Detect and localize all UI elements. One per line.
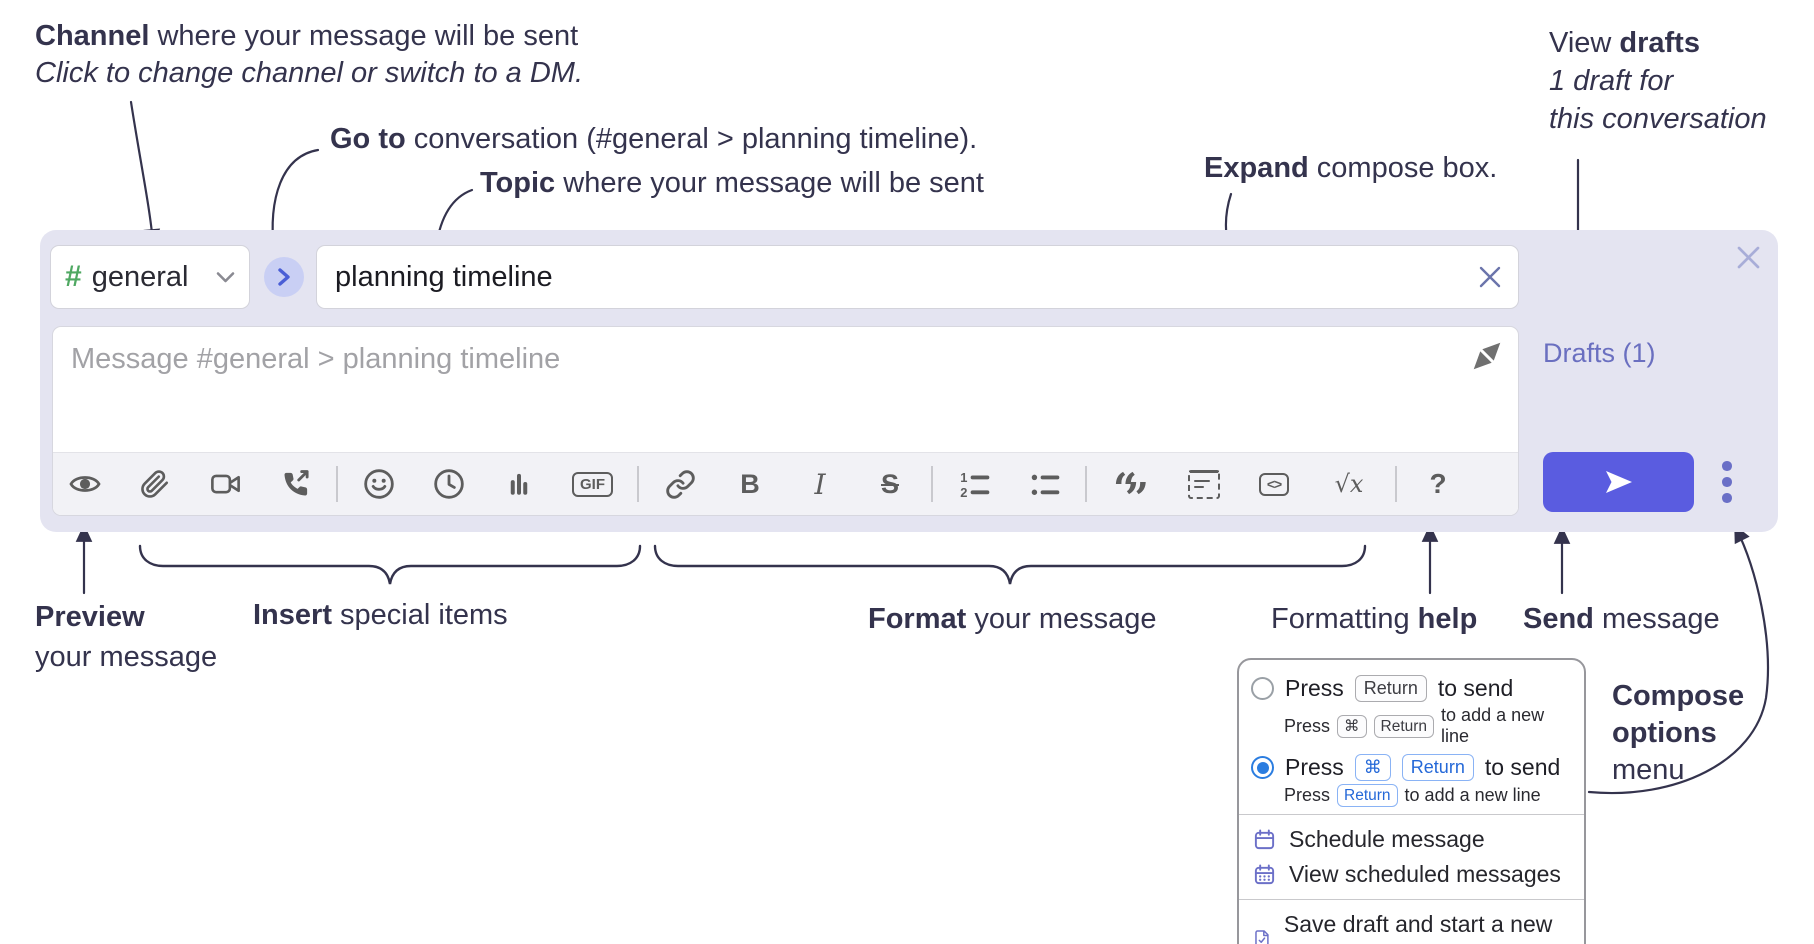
math-icon[interactable]: √x [1327, 467, 1371, 501]
toolbar-divider [1395, 466, 1397, 502]
time-icon[interactable] [432, 467, 466, 501]
close-compose-icon[interactable] [1735, 244, 1762, 271]
option-cmd-enter-sends-hint: Press Return to add a new line [1284, 784, 1541, 807]
message-compose-area: GIF B I S 12 “” [52, 326, 1519, 516]
radio-unselected[interactable] [1251, 677, 1274, 700]
svg-text:1: 1 [960, 469, 967, 484]
link-icon[interactable] [663, 467, 697, 501]
compose-options-annotation: Compose options menu [1612, 680, 1745, 786]
preview-icon[interactable] [68, 467, 102, 501]
radio-selected[interactable] [1251, 756, 1274, 779]
option-cmd-enter-sends[interactable]: Press ⌘ Return to send [1251, 754, 1572, 781]
expand-annotation: Expand compose box. [1204, 152, 1498, 184]
preview-annotation: Preview your message [35, 601, 218, 673]
send-icon [1605, 471, 1632, 493]
spoiler-icon[interactable] [1187, 467, 1221, 501]
key-return: Return [1337, 784, 1398, 807]
gif-icon[interactable]: GIF [572, 467, 613, 501]
emoji-icon[interactable] [362, 467, 396, 501]
channel-selector[interactable]: # general [50, 245, 250, 309]
insert-annotation: Insert special items [253, 599, 508, 631]
toolbar-divider [336, 466, 338, 502]
voice-call-icon[interactable] [278, 467, 312, 501]
compose-options-popup: Press Return to send Press ⌘ Return to a… [1237, 658, 1586, 944]
menu-divider [1239, 899, 1584, 900]
key-return: Return [1373, 714, 1435, 738]
option-enter-sends[interactable]: Press Return to send [1251, 675, 1572, 702]
format-annotation: Format your message [868, 603, 1157, 635]
channel-name: general [91, 260, 189, 293]
send-annotation: Send message [1523, 603, 1720, 635]
topic-annotation: Topic where your message will be sent [480, 167, 984, 199]
poll-icon[interactable] [502, 467, 536, 501]
compose-box-panel: # general [40, 230, 1778, 532]
menu-item-view-scheduled-messages[interactable]: View scheduled messages [1251, 857, 1572, 892]
italic-icon[interactable]: I [803, 467, 837, 501]
calendar-grid-icon [1254, 864, 1275, 885]
key-return: Return [1354, 675, 1427, 702]
code-icon[interactable]: <> [1257, 467, 1291, 501]
toolbar-divider [931, 466, 933, 502]
menu-item-save-draft-new-message[interactable]: Save draft and start a new message [1251, 907, 1572, 944]
send-button[interactable] [1543, 452, 1694, 512]
menu-item-schedule-message[interactable]: Schedule message [1251, 822, 1572, 857]
view-drafts-annotation: View drafts 1 draft for this conversatio… [1549, 27, 1767, 135]
toolbar-divider [637, 466, 639, 502]
ellipsis-dot [1722, 477, 1732, 487]
key-cmd: ⌘ [1337, 714, 1367, 738]
clear-topic-icon[interactable] [1477, 264, 1503, 290]
toolbar-divider [1085, 466, 1087, 502]
formatting-help-annotation: Formatting help [1271, 603, 1478, 635]
chevron-right-icon [278, 268, 290, 286]
ellipsis-dot [1722, 461, 1732, 471]
key-return: Return [1401, 754, 1474, 781]
go-to-conversation-button[interactable] [264, 257, 304, 297]
chevron-down-icon [216, 271, 235, 282]
menu-divider [1239, 814, 1584, 815]
bulleted-list-icon[interactable] [1027, 467, 1061, 501]
message-input[interactable] [53, 327, 1518, 451]
channel-annotation: Channel where your message will be sent … [35, 20, 584, 89]
channel-hash-icon: # [65, 260, 82, 293]
goto-annotation: Go to conversation (#general > planning … [330, 123, 978, 155]
video-call-icon[interactable] [208, 467, 242, 501]
key-cmd: ⌘ [1354, 754, 1391, 781]
drafts-link[interactable]: Drafts (1) [1543, 338, 1656, 368]
quote-icon[interactable]: “” [1113, 464, 1149, 516]
option-enter-sends-hint: Press ⌘ Return to add a new line [1284, 705, 1545, 746]
strikethrough-icon[interactable]: S [873, 467, 907, 501]
bold-icon[interactable]: B [733, 467, 767, 501]
compose-options-menu-button[interactable] [1705, 458, 1749, 506]
calendar-icon [1254, 829, 1275, 850]
expand-compose-icon[interactable] [1468, 337, 1506, 375]
message-formatting-help-icon[interactable]: ? [1421, 467, 1455, 501]
topic-input-wrap [316, 245, 1519, 309]
topic-input[interactable] [316, 245, 1519, 309]
attach-file-icon[interactable] [138, 467, 172, 501]
ellipsis-dot [1722, 493, 1732, 503]
svg-text:2: 2 [960, 484, 967, 499]
draft-file-icon [1255, 929, 1269, 944]
